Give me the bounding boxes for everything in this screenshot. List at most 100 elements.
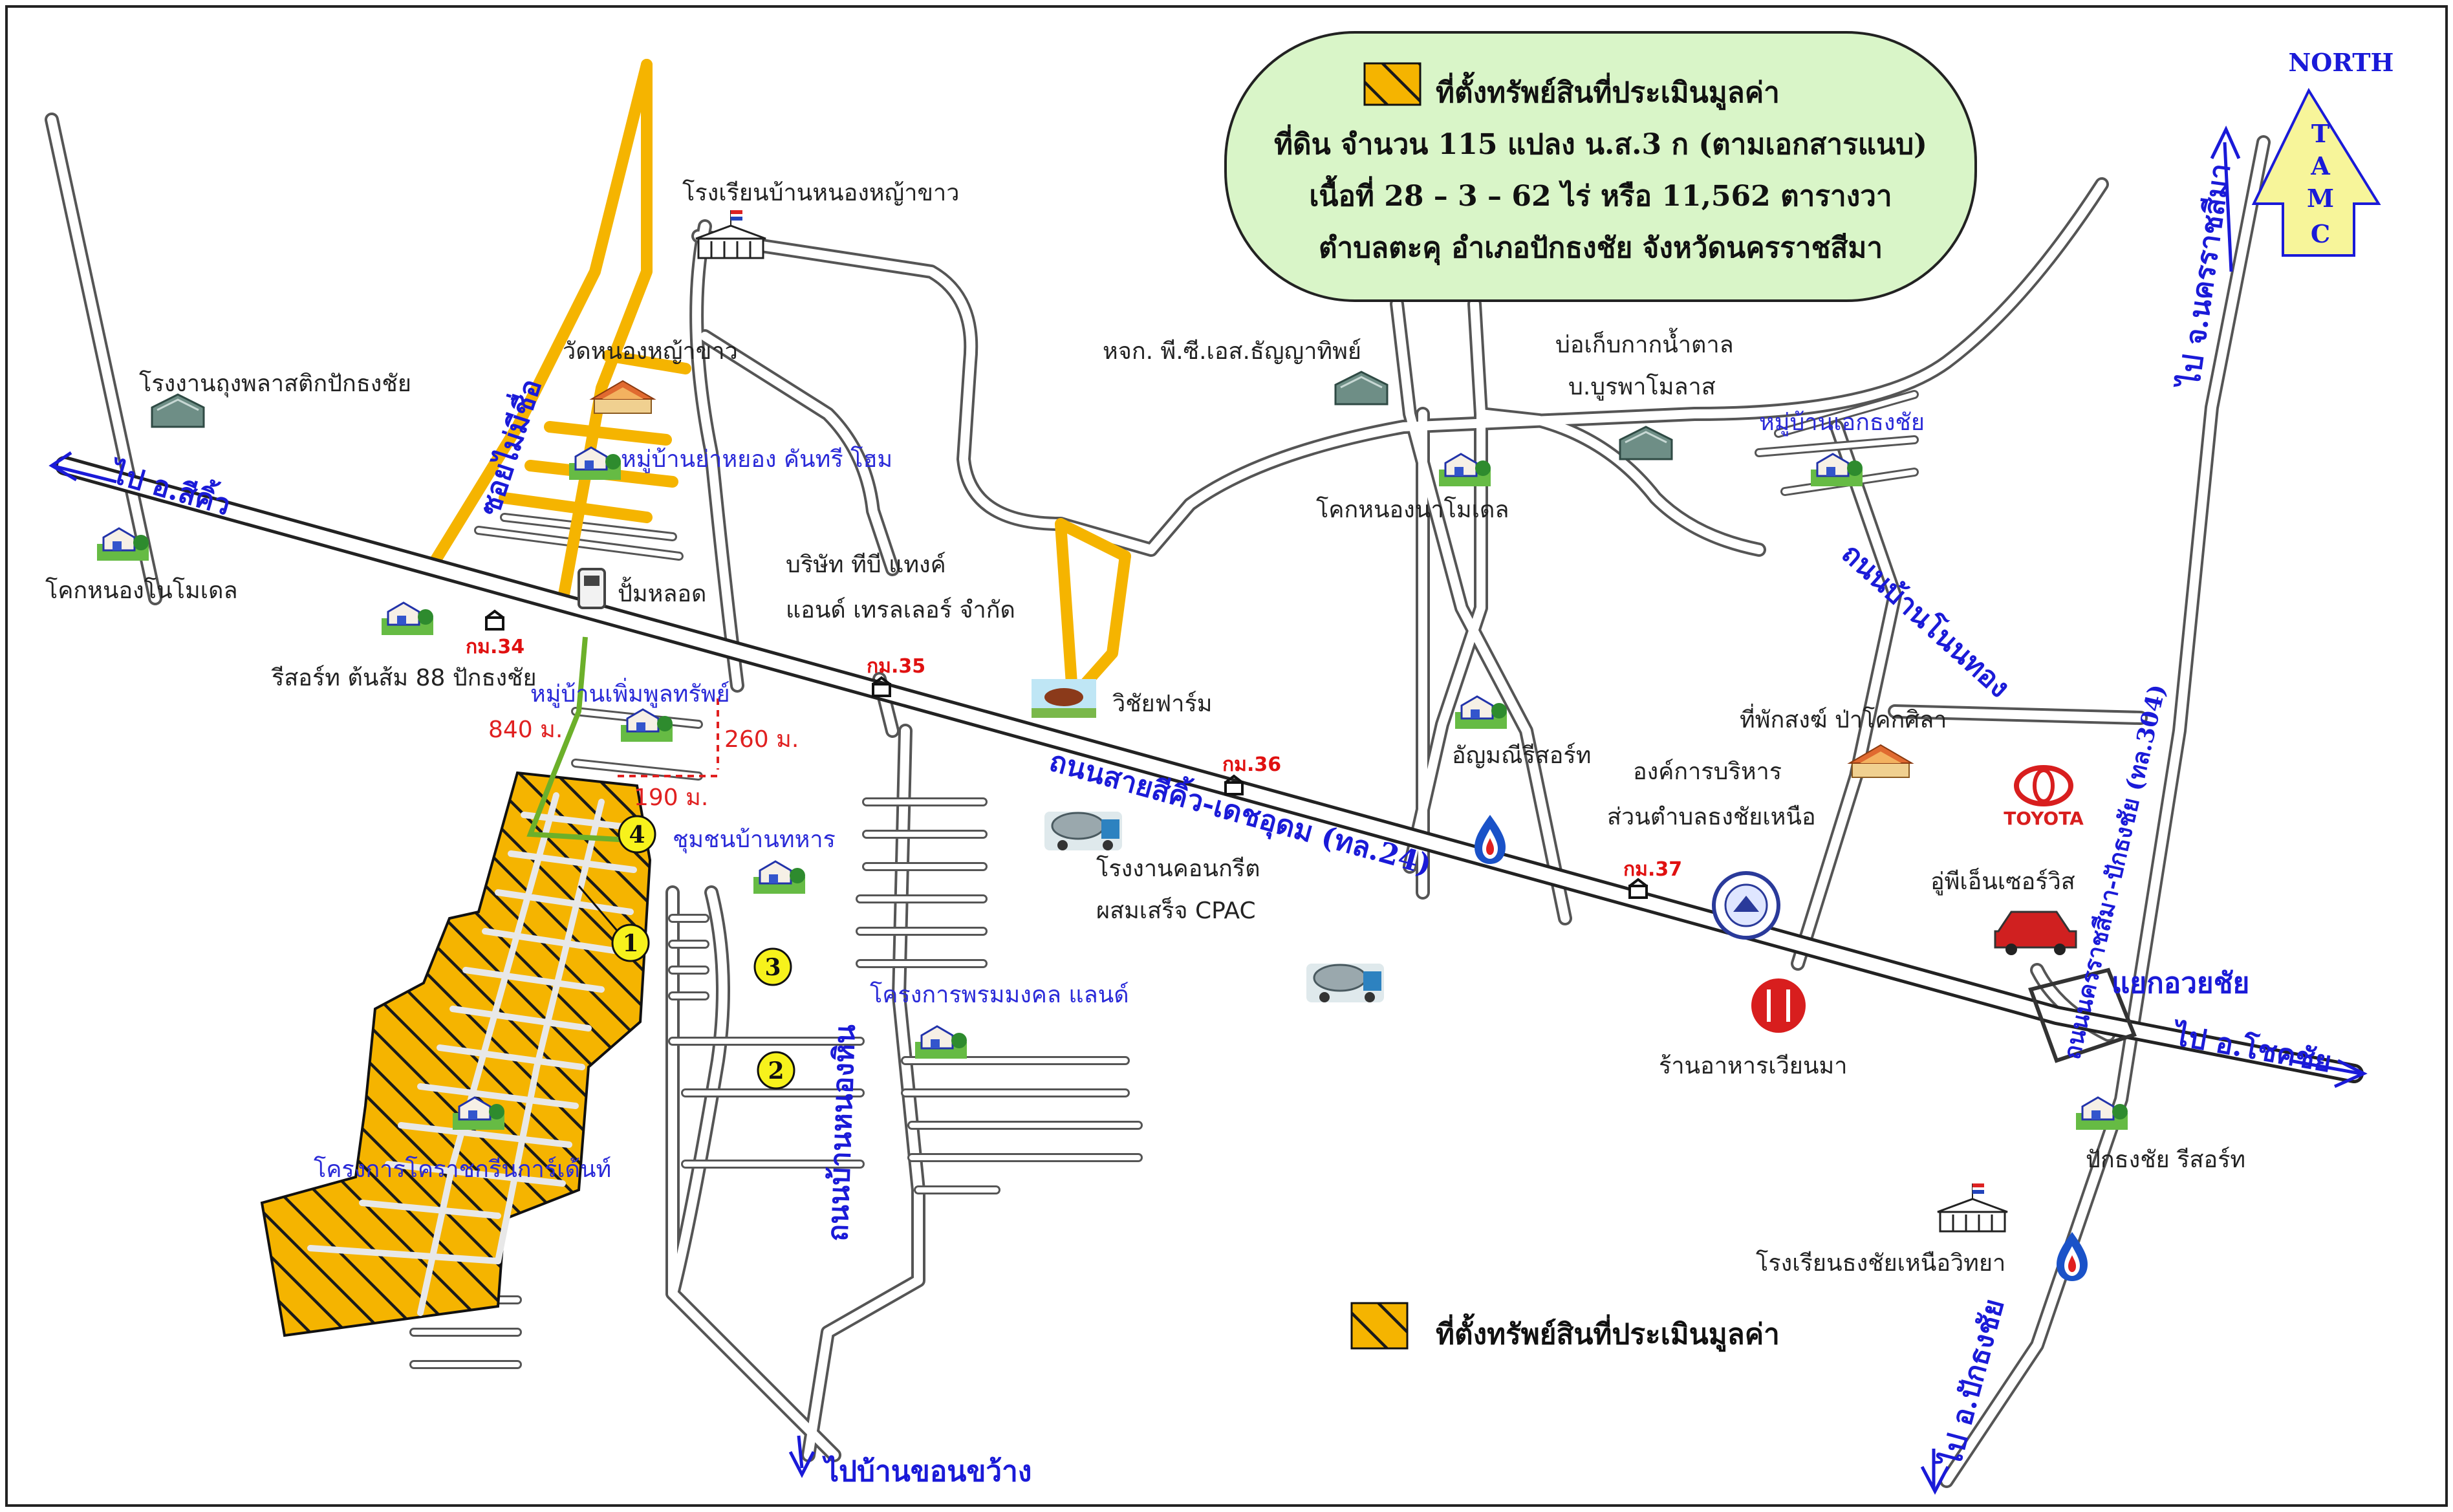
minor-roads-fill <box>47 115 2268 1485</box>
km-label-36: กม.36 <box>1222 753 1281 776</box>
dir-to-ban-khon-khwang: ไปบ้านขอนขว้าง <box>822 1454 1032 1488</box>
place-school-thongchai-nuea: โรงเรียนธงชัยเหนือวิทยา <box>1756 1249 2005 1277</box>
place-wichai-farm: วิชัยฟาร์ม <box>1112 691 1213 717</box>
north-letter-a: A <box>2310 151 2330 180</box>
place-restaurant-vietnam: ร้านอาหารเวียนมา <box>1659 1053 1847 1079</box>
concrete-truck-icon <box>1043 810 1123 852</box>
restaurant-icon <box>1751 978 1806 1033</box>
place-pcs-dhanya: หจก. พี.ซี.เอส.ธัญญาทิพย์ <box>1103 338 1361 365</box>
place-community-thahan: ชุมชนบ้านทหาร <box>673 826 836 854</box>
toyota-label: TOYOTA <box>2004 808 2084 829</box>
marker-1-label: 1 <box>622 930 638 957</box>
junction-label: แยกอวยชัย <box>2112 967 2249 1000</box>
farm-cow-icon <box>1032 679 1096 718</box>
marker-3: 3 <box>753 947 792 986</box>
ptt-station-icon <box>2057 1232 2088 1281</box>
resort-icon <box>1454 695 1508 730</box>
direction-arrows <box>49 125 2368 1495</box>
place-sao-1: องค์การบริหาร <box>1633 759 1782 785</box>
place-village-ya-yong: หมู่บ้านย่าหยอง คันทรี โฮม <box>621 446 892 473</box>
car-icon <box>1994 911 2077 955</box>
marker-pointer <box>578 885 619 932</box>
place-garage: อู่พีเอ็นเซอร์วิส <box>1930 867 2075 896</box>
km-post-34: กม.34 <box>466 610 524 658</box>
school-icon <box>695 209 767 259</box>
gas-pump-icon <box>578 568 606 609</box>
place-project-phrom-mongkol: โครงการพรมมงคล แลนด์ <box>870 981 1129 1008</box>
north-letter-c: C <box>2311 219 2330 248</box>
km-label-37: กม.37 <box>1623 858 1682 881</box>
place-khok-nong-na-model: โคกหนองนาโมเดล <box>1316 496 1509 523</box>
north-arrow: NORTH T A M C <box>2251 48 2394 257</box>
place-anmani-resort: อัญมณีรีสอร์ท <box>1452 742 1591 769</box>
road-label-ban-non-thong: ถนนบ้านโนนทอง <box>1835 536 2017 704</box>
distance-260m: 260 ม. <box>724 726 799 753</box>
school-icon <box>1936 1182 2009 1233</box>
factory-icon <box>151 393 205 428</box>
legend-line-location: ตำบลตะคุ อำเภอปักธงชัย จังหวัดนครราชสีมา <box>1319 232 1883 266</box>
legend-title: ที่ตั้งทรัพย์สินที่ประเมินมูลค่า <box>1436 71 1780 110</box>
dir-to-sikhio: ไป อ.สีคิ้ว <box>105 451 235 523</box>
place-molasses-1: บ่อเก็บกากน้ำตาล <box>1555 327 1734 358</box>
place-khok-nong-no-model: โคกหนองโนโมเดล <box>45 577 238 604</box>
main-highway <box>55 456 2364 1083</box>
place-molasses-2: บ.บูรพาโมลาส <box>1568 373 1716 401</box>
village-icon <box>914 1025 968 1060</box>
warehouse-icon <box>1334 371 1389 405</box>
place-wat-nong-ya-khao: วัดหนองหญ้าขาว <box>563 338 738 365</box>
map-frame <box>5 5 2448 1507</box>
ptt-station-icon <box>1475 815 1506 864</box>
place-cpac-2: ผสมเสร็จ CPAC <box>1096 896 1256 924</box>
village-streets-fill <box>411 392 1917 1367</box>
village-icon <box>568 446 622 481</box>
bottom-legend-swatch <box>1350 1302 1409 1350</box>
marker-2: 2 <box>757 1051 795 1090</box>
place-sangha-house: ที่พักสงฆ์ ป่าโคกศิลา <box>1740 704 1947 733</box>
km-label-35: กม.35 <box>867 655 925 678</box>
resort-icon <box>380 601 435 636</box>
km-post-36: กม.36 <box>1222 753 1281 795</box>
place-school-nong-ya-khao: โรงเรียนบ้านหนองหญ้าขาว <box>682 179 959 206</box>
place-tb-trading-2: แอนด์ เทรลเลอร์ จำกัด <box>786 597 1015 623</box>
access-route <box>526 636 641 843</box>
north-letter-t: T <box>2311 119 2329 148</box>
place-sao-2: ส่วนตำบลธงชัยเหนือ <box>1607 804 1816 830</box>
legend-hatch-swatch <box>1363 62 1421 106</box>
property-internal-roads <box>307 792 637 1316</box>
legend-line-land: ที่ดิน จำนวน 115 แปลง น.ส.3 ก (ตามเอกสาร… <box>1274 124 1927 161</box>
village-icon <box>752 860 806 895</box>
distance-840m: 840 ม. <box>488 717 563 743</box>
bottom-legend: ที่ตั้งทรัพย์สินที่ประเมินมูลค่า <box>1350 1302 1780 1352</box>
concrete-truck-icon <box>1305 962 1385 1004</box>
marker-4: 4 <box>618 815 656 854</box>
place-gas-station: ปั้มหลอด <box>618 576 706 607</box>
sao-seal-icon <box>1712 871 1780 940</box>
km-post-37: กม.37 <box>1623 858 1682 899</box>
place-cpac-1: โรงงานคอนกรีต <box>1096 855 1260 882</box>
dir-to-pakthongchai: ไป อ.ปักธงชัย <box>1933 1295 2011 1473</box>
place-tb-trading-1: บริษัท ทีบี แทงค์ <box>786 552 946 578</box>
subject-property-area <box>260 771 652 1337</box>
toyota-logo-icon: TOYOTA <box>2004 765 2084 829</box>
tank-icon <box>1619 426 1673 460</box>
place-village-phoem-phun: หมู่บ้านเพิ่มพูลทรัพย์ <box>530 678 730 708</box>
legend-line-area: เนื้อที่ 28 – 3 – 62 ไร่ หรือ 11,562 ตาร… <box>1309 175 1892 213</box>
place-project-korat-green: โครงการโคราชกรีนการ์เด้นท์ <box>314 1156 611 1183</box>
marker-2-label: 2 <box>768 1057 784 1085</box>
distance-lines <box>618 698 719 777</box>
legend-box: ที่ตั้งทรัพย์สินที่ประเมินมูลค่า ที่ดิน … <box>1224 31 1977 302</box>
place-village-thongchai: หมู่บ้านเอกธงชัย <box>1759 409 1925 437</box>
place-pakthongchai-resort: ปักธงชัย รีสอร์ท <box>2086 1147 2245 1173</box>
dir-to-chokchai: ไป อ.โชคชัย <box>2169 1017 2334 1079</box>
km-label-34: กม.34 <box>466 636 524 658</box>
place-resort-tonsom: รีสอร์ท ต้นส้ม 88 ปักธงชัย <box>271 665 536 691</box>
junction-ring <box>2028 967 2137 1063</box>
marker-4-label: 4 <box>629 821 645 848</box>
km-post-35: กม.35 <box>867 655 925 697</box>
north-letter-m: M <box>2307 184 2334 213</box>
distance-190m: 190 ม. <box>634 784 708 811</box>
road-label-ban-nong-hin: ถนนบ้านหนองหิน <box>821 1024 862 1242</box>
marker-3-label: 3 <box>764 954 781 981</box>
place-plastic-bag-factory: โรงงานถุงพลาสติกปักธงชัย <box>139 370 411 398</box>
